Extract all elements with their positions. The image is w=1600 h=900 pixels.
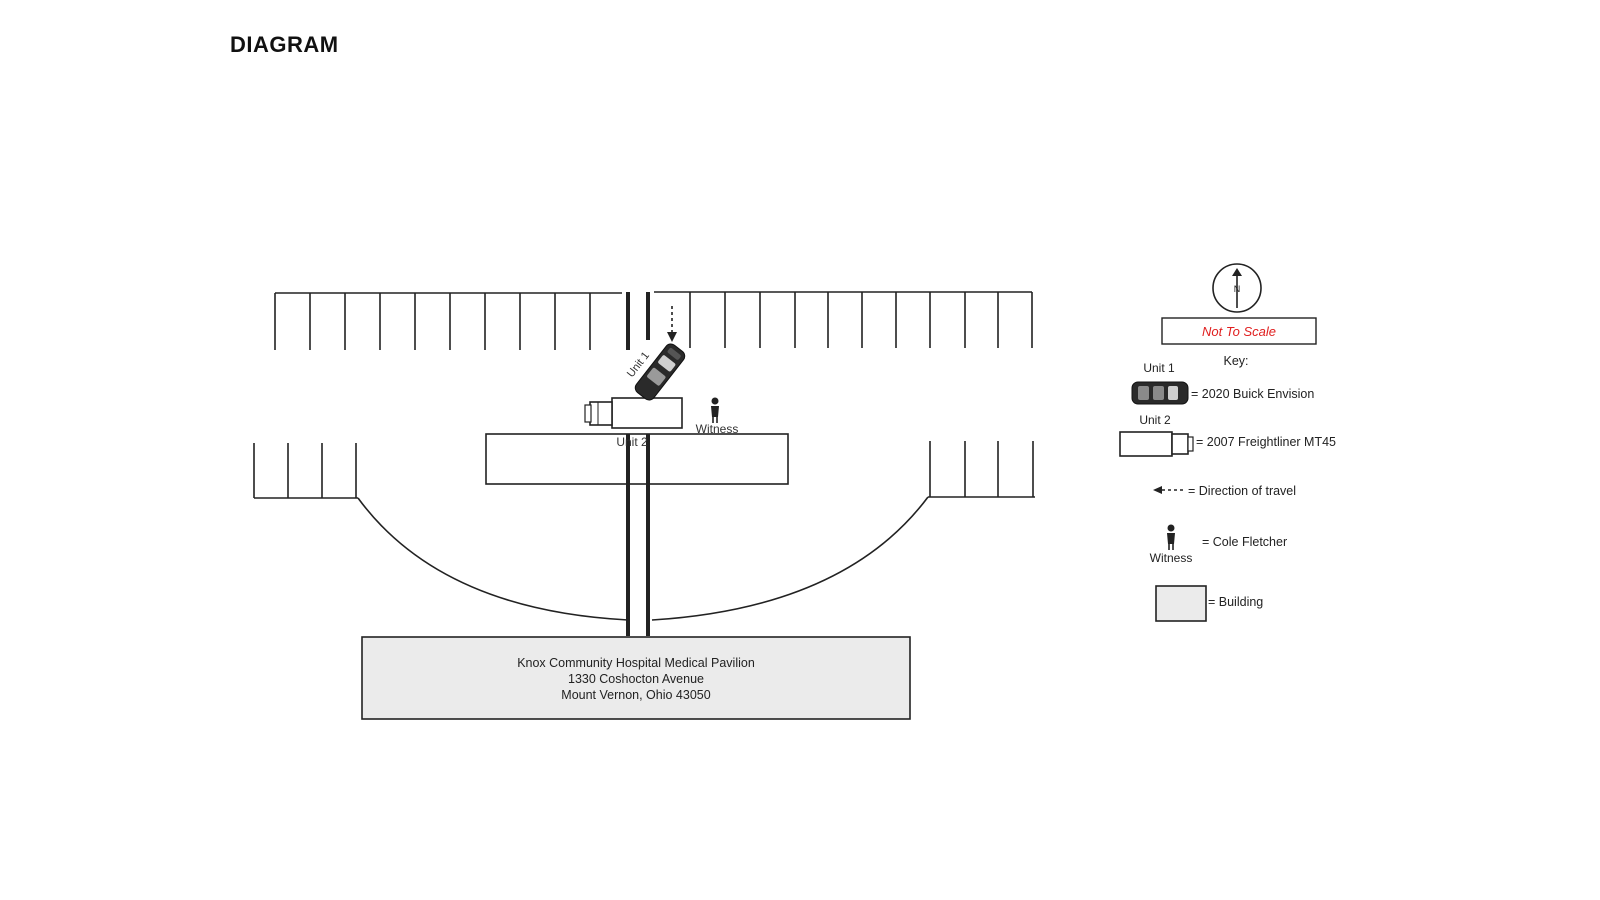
building-line-3: Mount Vernon, Ohio 43050 bbox=[561, 688, 710, 702]
key-title: Key: bbox=[1223, 354, 1248, 368]
curved-drive-right bbox=[651, 496, 929, 621]
curved-drive-left bbox=[357, 497, 629, 621]
key-unit-2-label: Unit 2 bbox=[1139, 413, 1171, 427]
unit-1-car bbox=[634, 343, 686, 401]
scale-note-text: Not To Scale bbox=[1202, 324, 1276, 339]
car-icon bbox=[1131, 381, 1189, 405]
building-box-icon bbox=[1155, 585, 1207, 622]
key-unit-1-description: = 2020 Buick Envision bbox=[1191, 387, 1314, 401]
hospital-building: Knox Community Hospital Medical Pavilion… bbox=[361, 636, 911, 720]
median-island bbox=[485, 433, 789, 485]
building-line-2: 1330 Coshocton Avenue bbox=[568, 672, 704, 686]
witness-figure: Witness bbox=[696, 397, 739, 436]
witness-scene-label: Witness bbox=[696, 422, 739, 436]
building-line-1: Knox Community Hospital Medical Pavilion bbox=[517, 656, 755, 670]
key-witness-label: Witness bbox=[1150, 551, 1193, 565]
key-unit-1-label: Unit 1 bbox=[1143, 361, 1175, 375]
key-building-description: = Building bbox=[1208, 595, 1263, 609]
north-arrow-icon: N bbox=[1212, 263, 1262, 313]
key-direction-description: = Direction of travel bbox=[1188, 484, 1296, 498]
unit-2-truck: Unit 2 bbox=[584, 397, 683, 449]
key-unit-2-description: = 2007 Freightliner MT45 bbox=[1196, 435, 1336, 449]
parking-row-right bbox=[928, 441, 1035, 498]
dashed-arrow-icon bbox=[1153, 486, 1186, 494]
key-witness-description: = Cole Fletcher bbox=[1202, 535, 1287, 549]
truck-icon bbox=[1119, 431, 1194, 457]
scale-note-box: Not To Scale bbox=[1161, 317, 1317, 345]
unit-2-scene-label: Unit 2 bbox=[616, 435, 648, 449]
direction-arrow-icon bbox=[667, 306, 677, 342]
person-icon bbox=[1167, 524, 1175, 550]
parking-row-left bbox=[253, 443, 358, 499]
parking-row-top bbox=[274, 291, 1033, 350]
page-title: DIAGRAM bbox=[230, 32, 339, 57]
compass-letter: N bbox=[1234, 284, 1241, 294]
